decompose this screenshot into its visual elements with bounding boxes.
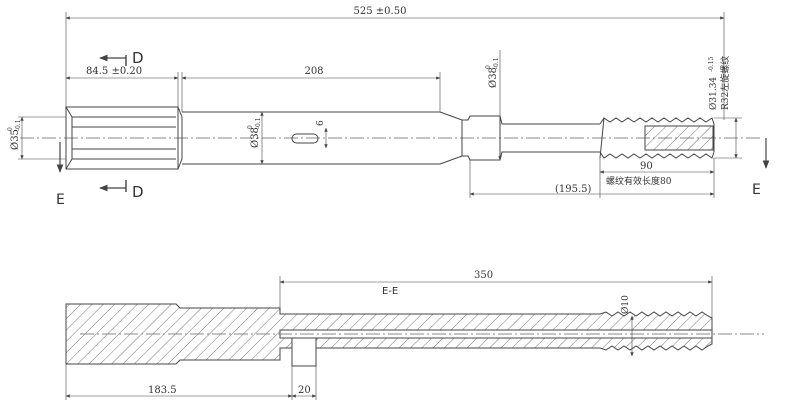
body-diameter-label: Ø38 0 -0.1 <box>247 117 262 148</box>
section-e-right-letter: E <box>752 182 761 198</box>
section-d-bottom-letter: D <box>132 183 144 201</box>
thread-effective-label: 螺纹有效长度80 <box>606 175 672 187</box>
spline-end-right <box>177 106 183 170</box>
head-length-label: 84.5 ±0.20 <box>86 66 142 77</box>
head-to-hole-label: 183.5 <box>148 385 177 396</box>
bore-diameter-label: Ø10 <box>620 295 631 314</box>
section-view <box>65 276 764 400</box>
neck-shape-bottom <box>439 151 600 165</box>
thread-profile-top <box>599 117 715 125</box>
thread-length-label: 90 <box>640 161 653 172</box>
bore-length-label: 350 <box>474 270 493 281</box>
side-flushing-hole <box>291 337 317 367</box>
thread-spec-label: R32左旋螺纹 <box>719 56 731 110</box>
neck-shape <box>439 111 600 125</box>
svg-text:-0.15: -0.15 <box>708 56 715 72</box>
thread-start-label: (195.5) <box>555 184 592 195</box>
svg-text:-0.1: -0.1 <box>15 119 22 131</box>
svg-text:-0.1: -0.1 <box>255 117 262 129</box>
svg-text:Ø38: Ø38 <box>250 127 261 148</box>
hole-width-label: 20 <box>298 385 311 396</box>
head-diameter-label: Ø35 0 -0.1 <box>7 119 22 150</box>
overall-length-label: 525 ±0.50 <box>354 6 407 17</box>
side-view <box>18 12 770 198</box>
svg-text:0: 0 <box>485 65 492 69</box>
svg-text:Ø31.34: Ø31.34 <box>708 77 719 110</box>
svg-text:-0.1: -0.1 <box>493 57 500 69</box>
spline-end-left <box>65 106 73 170</box>
svg-text:Ø10: Ø10 <box>620 295 631 314</box>
svg-text:6: 6 <box>316 120 326 126</box>
section-d-top-letter: D <box>132 49 144 67</box>
thread-diameter-label: Ø31.34 -0.15 <box>708 56 719 110</box>
section-title: E-E <box>382 286 398 297</box>
splined-head <box>65 106 179 170</box>
thread-start-line <box>599 117 605 159</box>
thread-section <box>644 125 714 151</box>
flushing-slot <box>291 133 319 144</box>
thread-profile-bottom <box>599 151 715 159</box>
svg-text:0: 0 <box>7 127 14 131</box>
svg-text:R32左旋螺纹: R32左旋螺纹 <box>719 56 731 110</box>
svg-text:0: 0 <box>247 125 254 129</box>
body-length-label: 208 <box>304 66 323 77</box>
slot-width-label: 6 <box>316 120 326 126</box>
svg-text:Ø35: Ø35 <box>10 129 21 150</box>
neck-diameter-label: Ø38 0 -0.1 <box>485 57 500 88</box>
svg-text:Ø38: Ø38 <box>488 67 499 88</box>
section-e-left-letter: E <box>56 192 65 208</box>
